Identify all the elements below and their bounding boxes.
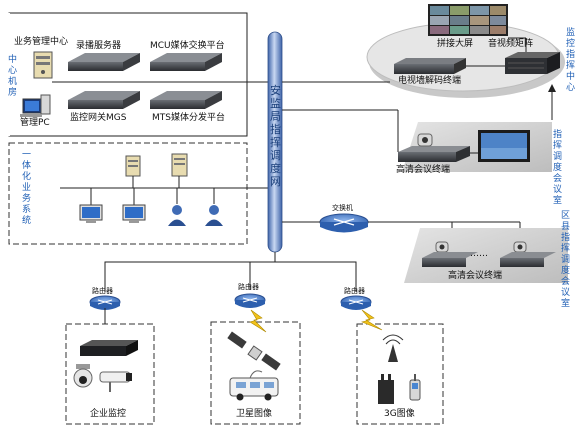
recording-server-icon xyxy=(68,53,140,71)
monitor-gateway-label: 监控网关MGS xyxy=(70,113,127,123)
router-icon-3 xyxy=(340,295,372,310)
3g-antenna-icon xyxy=(382,334,404,362)
county-ellipsis: …… xyxy=(470,249,488,259)
video-wall-label: 拼接大屏 xyxy=(437,39,474,49)
router-label-1: 路由器 xyxy=(92,287,113,295)
integrated-side-label: 一体化业务系统 xyxy=(21,150,31,226)
county-terminal-icon-1 xyxy=(422,241,478,267)
3g-image-caption: 3G图像 xyxy=(384,409,415,419)
mts-platform-icon xyxy=(150,91,222,109)
mcu-platform-icon xyxy=(150,53,222,71)
backbone-label: 安监局指挥调度网 xyxy=(270,84,281,188)
router-icon-2 xyxy=(234,293,266,308)
integrated-pc-icon-2 xyxy=(122,188,146,223)
user-icon-2 xyxy=(205,188,223,226)
switch-label: 交换机 xyxy=(332,204,353,212)
3g-handset-icon xyxy=(409,374,421,401)
av-matrix-icon xyxy=(505,52,560,74)
3g-transmitter-icon xyxy=(378,374,394,404)
bus-to-router-1 xyxy=(104,261,275,292)
video-wall-icon xyxy=(428,4,508,36)
router-label-3: 路由器 xyxy=(344,287,365,295)
tv-decoder-icon xyxy=(394,58,466,74)
router-label-2: 路由器 xyxy=(238,283,259,291)
satellite-wireless-link-icon xyxy=(249,309,267,333)
bus-to-router-3 xyxy=(275,261,357,292)
dispatch-terminal-label: 高清会议终端 xyxy=(396,165,451,175)
monitor-center-side-label: 监控指挥中心 xyxy=(565,28,575,93)
county-terminal-label: 高清会议终端 xyxy=(448,271,503,281)
mts-platform-label: MTS媒体分发平台 xyxy=(152,113,225,123)
nvr-recorder-icon xyxy=(80,340,138,356)
dispatch-room-side-label: 指挥调度会议室 xyxy=(552,130,562,206)
satellite-icon xyxy=(227,331,281,371)
enterprise-monitor-caption: 企业监控 xyxy=(90,409,127,419)
satellite-van-icon xyxy=(229,370,279,401)
mcu-platform-label: MCU媒体交换平台 xyxy=(150,41,225,51)
county-room-side-label: 区县指挥调度会议室 xyxy=(560,211,570,309)
management-pc-icon xyxy=(20,94,51,117)
enterprise-monitor-box xyxy=(65,323,155,425)
business-center-server-icon xyxy=(33,51,53,79)
bus-to-router-2 xyxy=(249,261,275,290)
dispatch-terminal-icon xyxy=(398,133,470,162)
user-icon-1 xyxy=(168,188,186,226)
ptz-camera-icon xyxy=(73,364,93,388)
integrated-server-icon-2 xyxy=(171,153,188,188)
management-pc-label: 管理PC xyxy=(20,118,50,128)
bullet-camera-icon xyxy=(99,371,132,392)
integrated-system-box xyxy=(8,142,248,245)
county-terminal-icon-2 xyxy=(500,241,556,267)
recording-server-label: 录播服务器 xyxy=(76,41,122,51)
tv-decoder-label: 电视墙解码终端 xyxy=(398,76,462,86)
satellite-image-caption: 卫星图像 xyxy=(236,409,273,419)
integrated-pc-icon-1 xyxy=(79,188,103,223)
dispatch-display-icon xyxy=(478,130,530,162)
av-matrix-label: 音视频矩阵 xyxy=(488,39,534,49)
3g-image-box xyxy=(356,323,444,425)
monitor-gateway-icon xyxy=(68,91,140,109)
integrated-server-icon-1 xyxy=(125,155,141,188)
satellite-image-box xyxy=(210,321,301,425)
switch-icon xyxy=(319,213,369,233)
3g-wireless-link-icon xyxy=(361,309,383,331)
business-center-label: 业务管理中心 xyxy=(14,37,69,47)
router-icon-1 xyxy=(89,295,121,310)
center-room-side-label: 中心机房 xyxy=(7,55,17,98)
